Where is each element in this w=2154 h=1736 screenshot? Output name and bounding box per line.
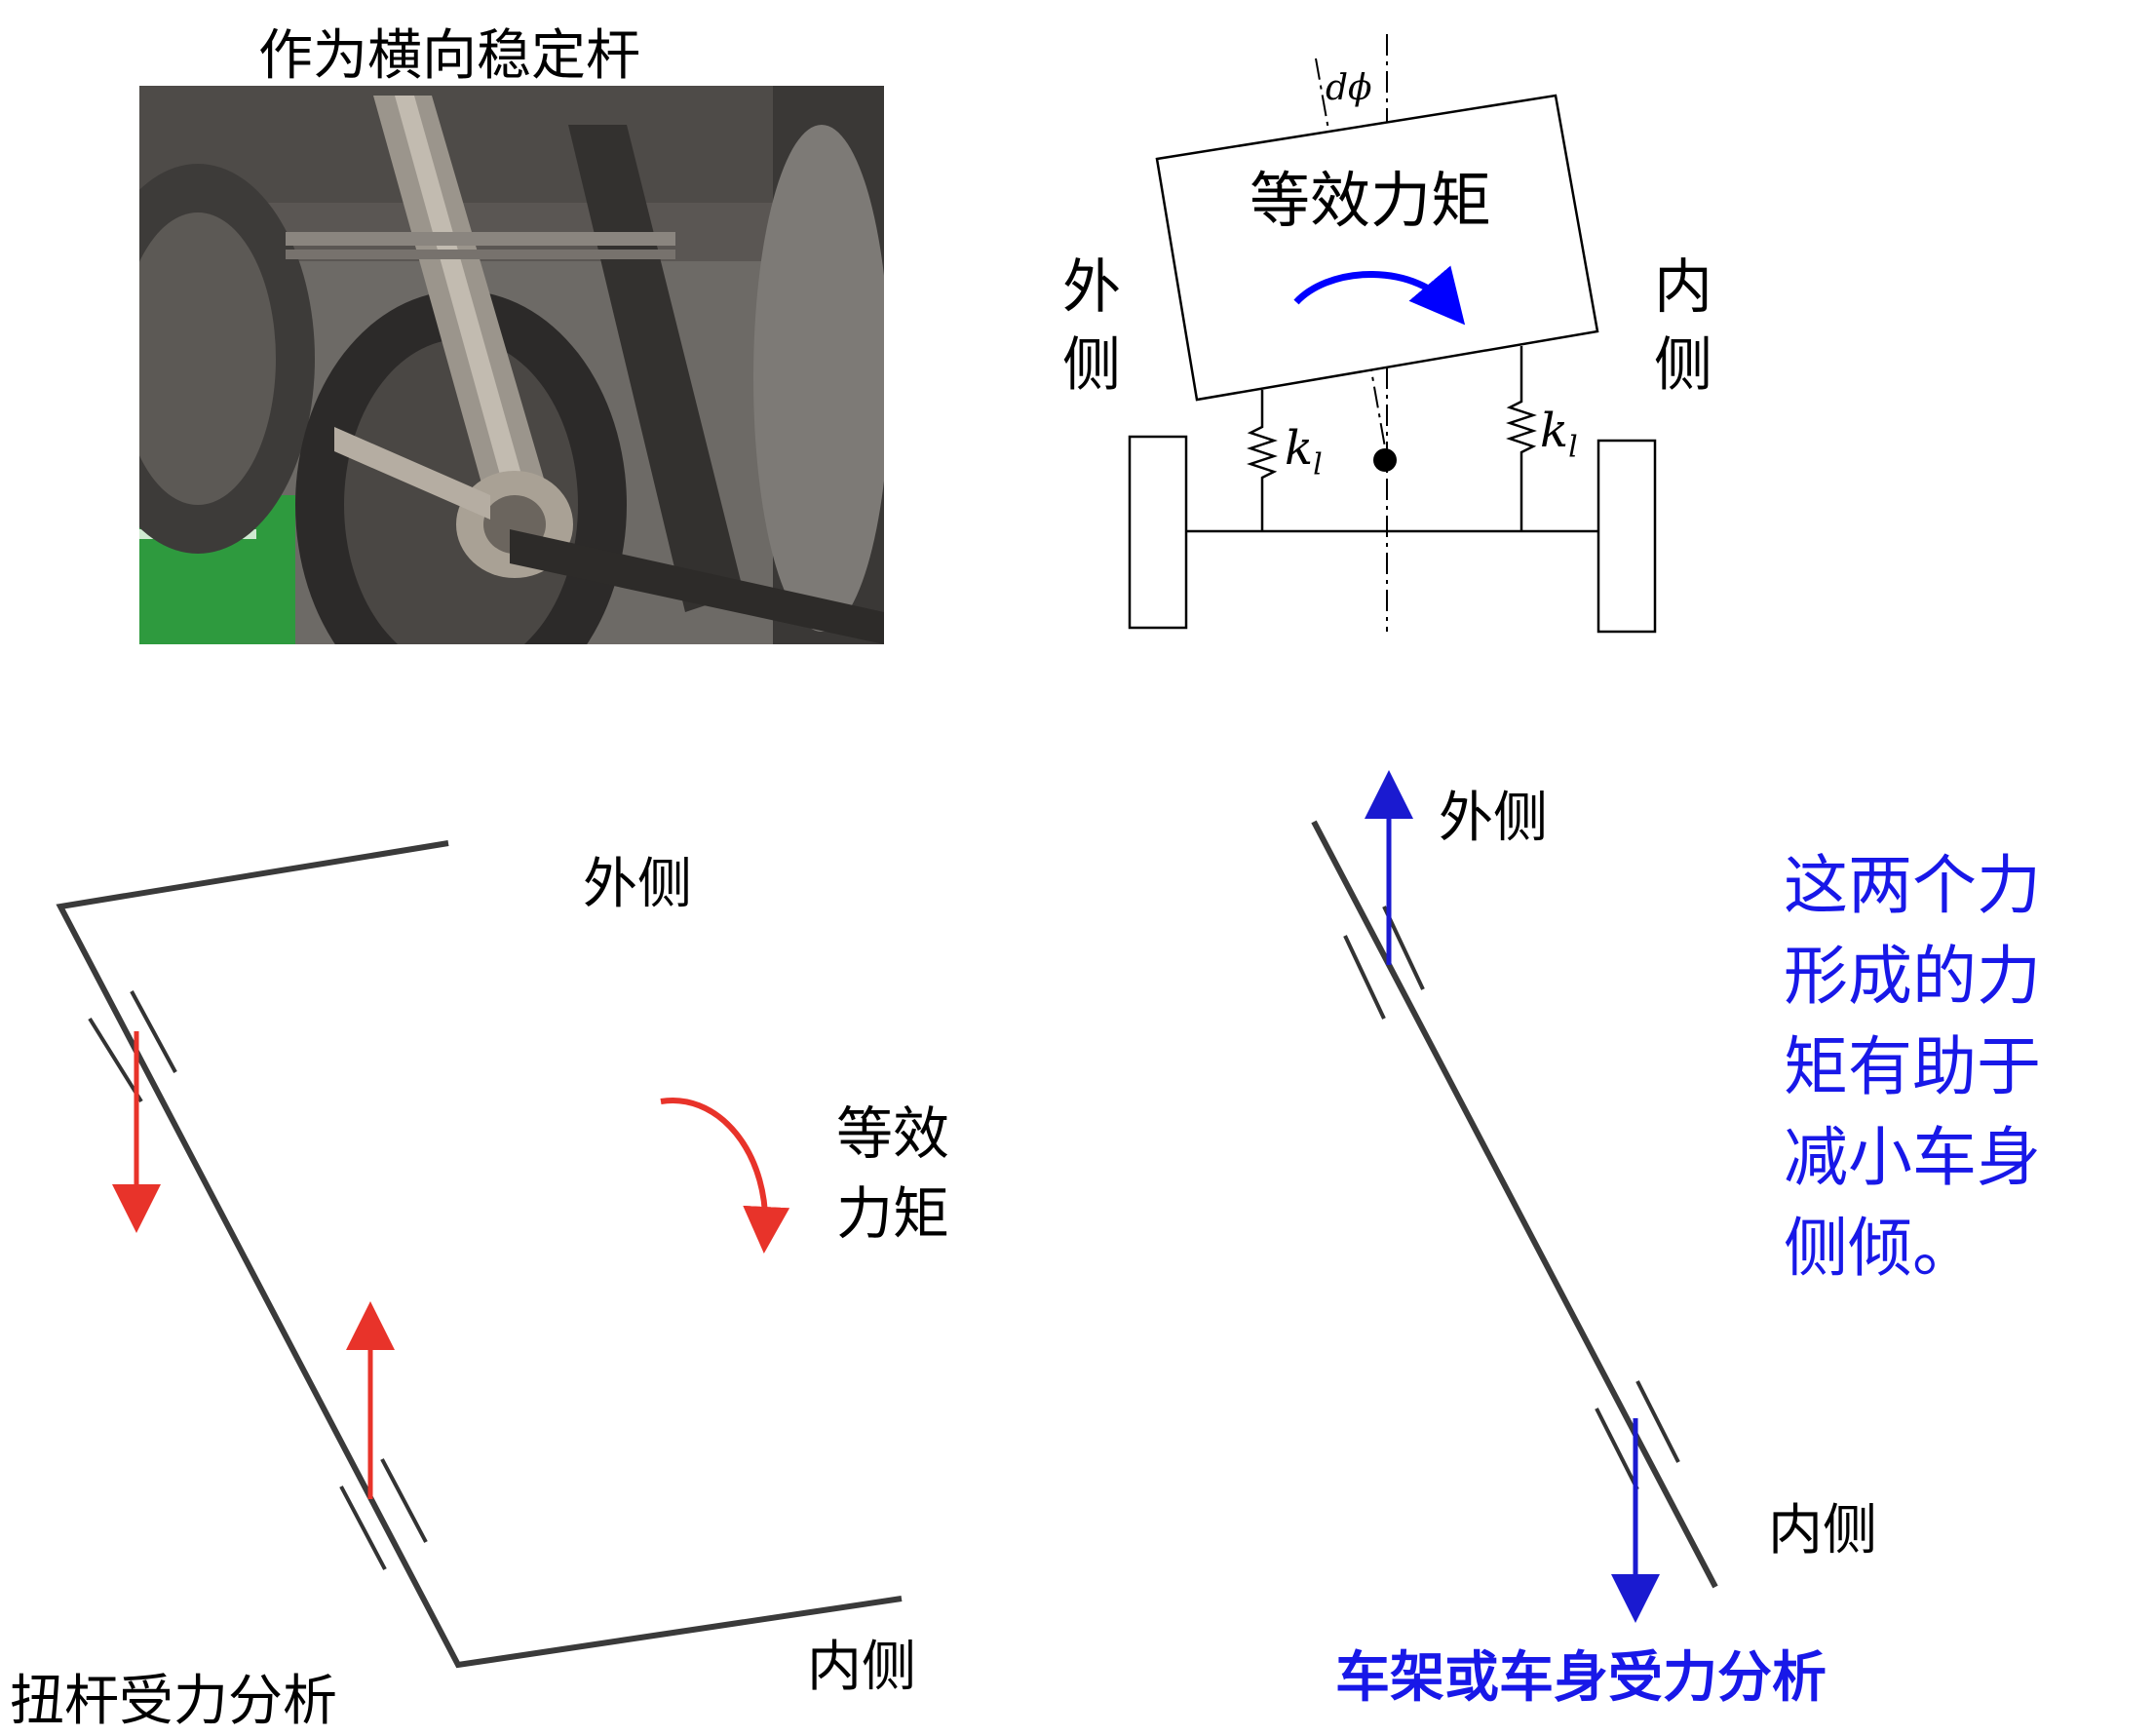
right-wheel [1596,439,1657,634]
bearing-mark [339,1485,387,1570]
left-spring-label: kl [1285,421,1323,482]
body-moment-label: 等效力矩 [1250,165,1492,236]
right-spring [1506,346,1537,531]
torsion-bar-diagram [56,840,903,1669]
bearing-mark [380,1458,428,1543]
torsion-moment-line-2: 力矩 [836,1180,950,1247]
explanation-line-4: 减小车身 [1784,1120,2041,1195]
outer-side-char-1: 外 [1062,253,1121,322]
torsion-moment-arrow [660,1097,790,1254]
car-body [1155,94,1599,402]
left-spring-k: k [1285,421,1314,476]
photo-title: 作为横向稳定杆 [258,24,640,88]
left-spring-subscript: l [1313,447,1323,482]
roll-centre-dot [1373,448,1397,472]
bearing-mark [88,1017,143,1103]
outer-side-label-vertical: 外 侧 [1058,249,1126,405]
bearing-mark [130,990,177,1073]
inner-side-char-1: 内 [1654,253,1712,322]
left-spring [1247,390,1278,531]
left-wheel [1128,435,1188,630]
frame-inner-label: 内侧 [1768,1499,1877,1562]
explanation-line-1: 这两个力 [1784,848,2041,923]
right-spring-subscript: l [1568,430,1578,465]
outer-side-char-2: 侧 [1062,331,1121,400]
right-spring-label: kl [1540,404,1578,465]
explanation-line-5: 侧倾。 [1784,1211,1977,1286]
torsion-outer-label: 外侧 [583,853,692,916]
explanation-text: 这两个力 形成的力 矩有助于 减小车身 侧倾。 [1784,840,2041,1293]
bearing-mark [1343,935,1386,1020]
frame-bar [1311,820,1718,1589]
angle-label: dϕ [1326,68,1372,108]
bearing-mark [1635,1380,1680,1463]
torsion-inner-label: 内侧 [807,1636,916,1699]
torsion-moment-line-1: 等效 [836,1100,950,1167]
frame-diagram [1311,770,1718,1623]
stabilizer-bar-photo [139,86,884,644]
torsion-bar-shape [56,840,903,1669]
inner-side-char-2: 侧 [1654,331,1712,400]
torsion-caption: 扭杆受力分析 [10,1670,337,1733]
suspension-schematic [1128,34,1657,634]
explanation-line-2: 形成的力 [1784,939,2041,1014]
inner-side-label-vertical: 内 侧 [1649,249,1717,405]
bearing-mark [1595,1408,1639,1490]
right-spring-k: k [1540,404,1569,458]
frame-caption: 车架或车身受力分析 [1335,1646,1827,1710]
body-moment-arrow [1293,265,1466,326]
frame-outer-label: 外侧 [1439,787,1548,850]
explanation-line-3: 矩有助于 [1784,1029,2041,1104]
torsion-moment-label: 等效 力矩 [836,1094,973,1254]
